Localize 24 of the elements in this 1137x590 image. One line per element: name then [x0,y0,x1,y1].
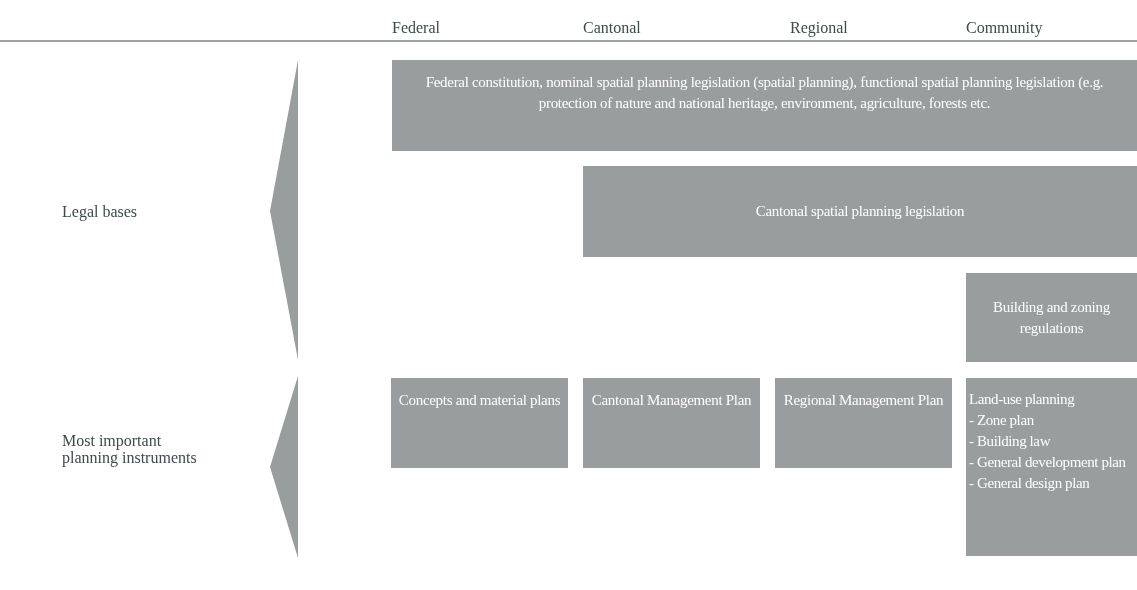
box-text: Building and zoning regulations [992,297,1111,338]
box-text: Regional Management Plan [782,391,945,410]
category-box [391,378,568,468]
category-box [775,378,952,468]
category-box [392,60,1137,151]
category-box [966,273,1137,362]
column-heading: Cantonal [583,19,641,36]
box-text: Cantonal Management Plan [590,391,753,410]
list-item: - Building law [969,432,1052,451]
category-box [583,166,1137,257]
row-heading: Legal bases [62,203,138,220]
box-text: Concepts and material plans [397,391,562,410]
column-heading: Regional [790,19,848,36]
box-text: Land-use planning [969,390,1076,409]
row-heading: Most important planning instruments [62,432,198,466]
category-box [583,378,760,468]
column-heading: Federal [392,19,440,36]
column-heading: Community [966,19,1043,36]
category-box [966,378,1137,556]
box-text: Federal constitution, nominal spatial planning legislation (spatial planning), functional spatial planning legislation (e.g. protection of nature and national heritage, environment, agriculture, forests etc. [424,73,1105,113]
list-item: - General design plan [969,474,1091,493]
box-text: Cantonal spatial planning legislation [755,202,965,221]
list-item: - General development plan [969,453,1127,472]
list-item: - Zone plan [969,411,1035,430]
